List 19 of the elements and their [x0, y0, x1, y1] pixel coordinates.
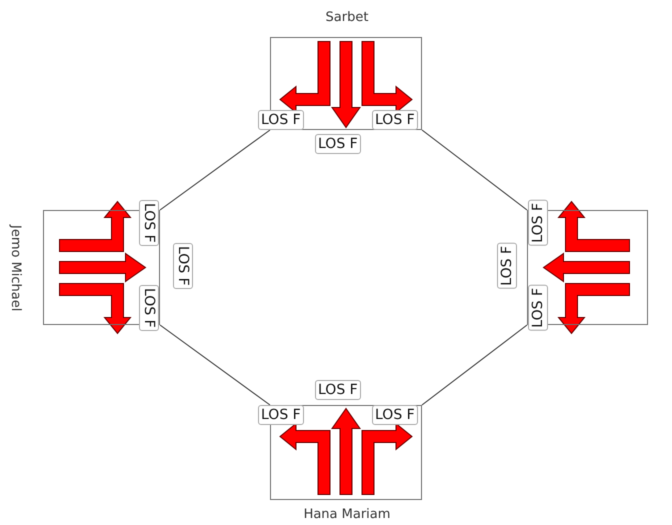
los-label: LOS F [258, 405, 304, 425]
intersection-name: Sarbet [324, 10, 370, 25]
los-label: LOS F [528, 200, 548, 246]
connector-line [160, 130, 270, 210]
los-label: LOS F [258, 110, 304, 130]
los-label: LOS F [372, 110, 418, 130]
los-label: LOS F [315, 134, 361, 154]
los-label: LOS F [139, 285, 159, 331]
intersection-name: Hana Mariam [302, 507, 392, 522]
connector-line [422, 324, 528, 406]
los-label: LOS F [139, 200, 159, 246]
connector-line [160, 324, 270, 406]
connector-line [422, 130, 528, 210]
los-label: LOS F [173, 243, 193, 289]
los-label: LOS F [528, 285, 548, 331]
los-label: LOS F [497, 243, 517, 289]
los-label: LOS F [372, 405, 418, 425]
los-label: LOS F [315, 380, 361, 400]
intersection-name: Jemo Michael [8, 225, 23, 312]
